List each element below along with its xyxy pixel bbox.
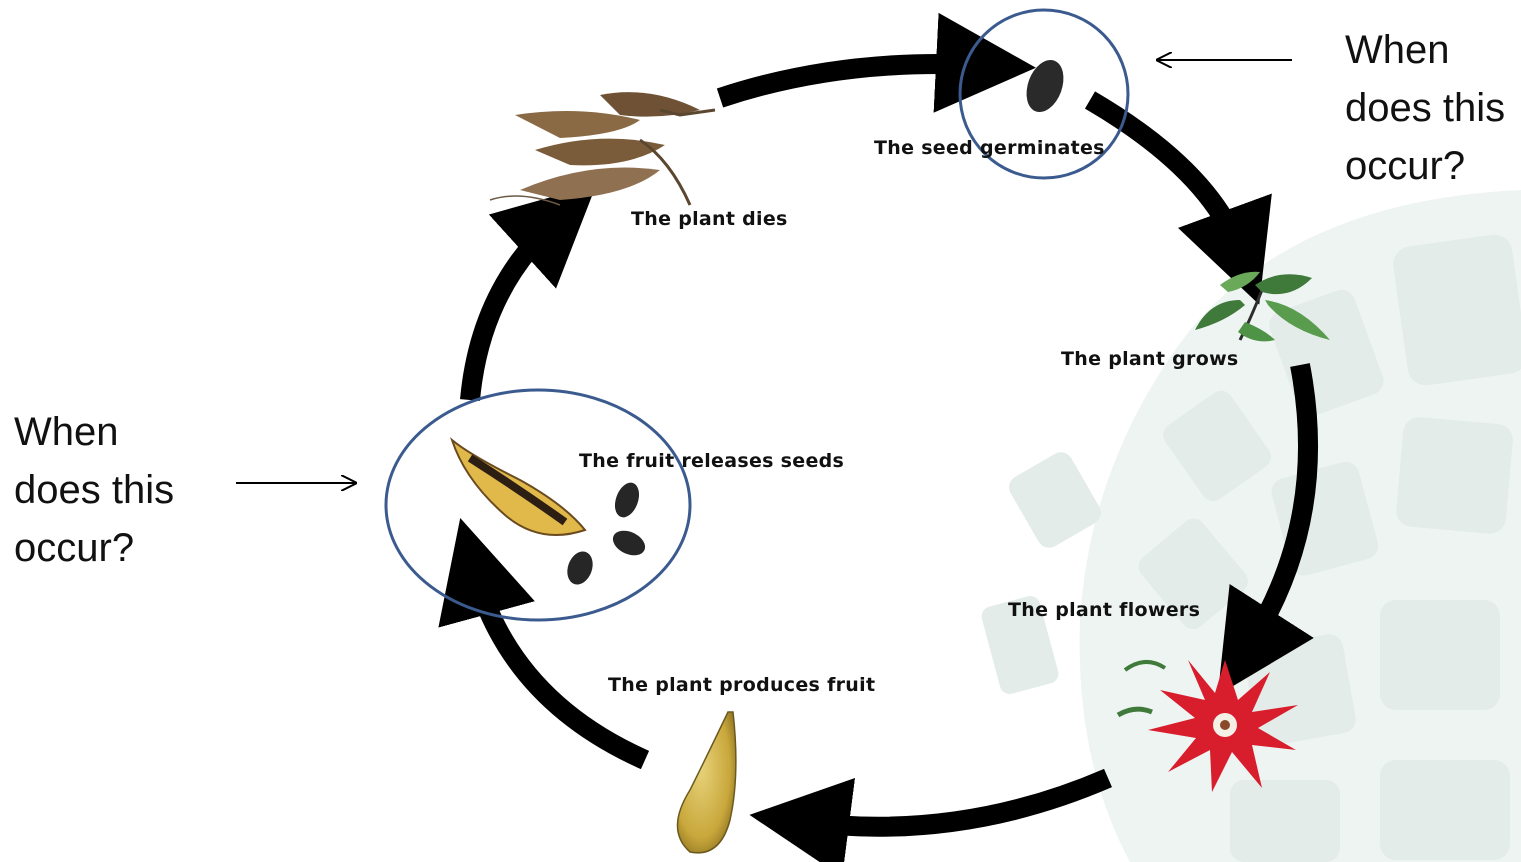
arrow-dies-to-seed: [720, 64, 980, 98]
arrow-flowers-to-fruit: [805, 778, 1108, 827]
fruit-image: [678, 712, 736, 853]
label-plant-flowers: The plant flowers: [1008, 599, 1200, 621]
label-fruit-releases-seeds: The fruit releases seeds: [579, 450, 844, 472]
question-left: When does this occur?: [14, 403, 174, 577]
question-right-line-2: does this: [1345, 79, 1505, 137]
question-left-line-3: occur?: [14, 519, 174, 577]
arrow-fruit-to-releases: [475, 572, 645, 760]
arrow-releases-to-dies: [470, 222, 555, 400]
dead-plant-image: [490, 92, 715, 205]
question-left-line-1: When: [14, 403, 174, 461]
question-right: When does this occur?: [1345, 21, 1505, 195]
seed-image: [1020, 55, 1070, 117]
question-right-line-3: occur?: [1345, 137, 1505, 195]
arrow-seed-to-grows: [1090, 100, 1240, 252]
label-plant-produces-fruit: The plant produces fruit: [608, 674, 875, 696]
label-seed-germinates: The seed germinates: [874, 137, 1105, 159]
label-plant-grows: The plant grows: [1061, 348, 1239, 370]
question-right-line-1: When: [1345, 21, 1505, 79]
label-plant-dies: The plant dies: [631, 208, 788, 230]
question-left-line-2: does this: [14, 461, 174, 519]
